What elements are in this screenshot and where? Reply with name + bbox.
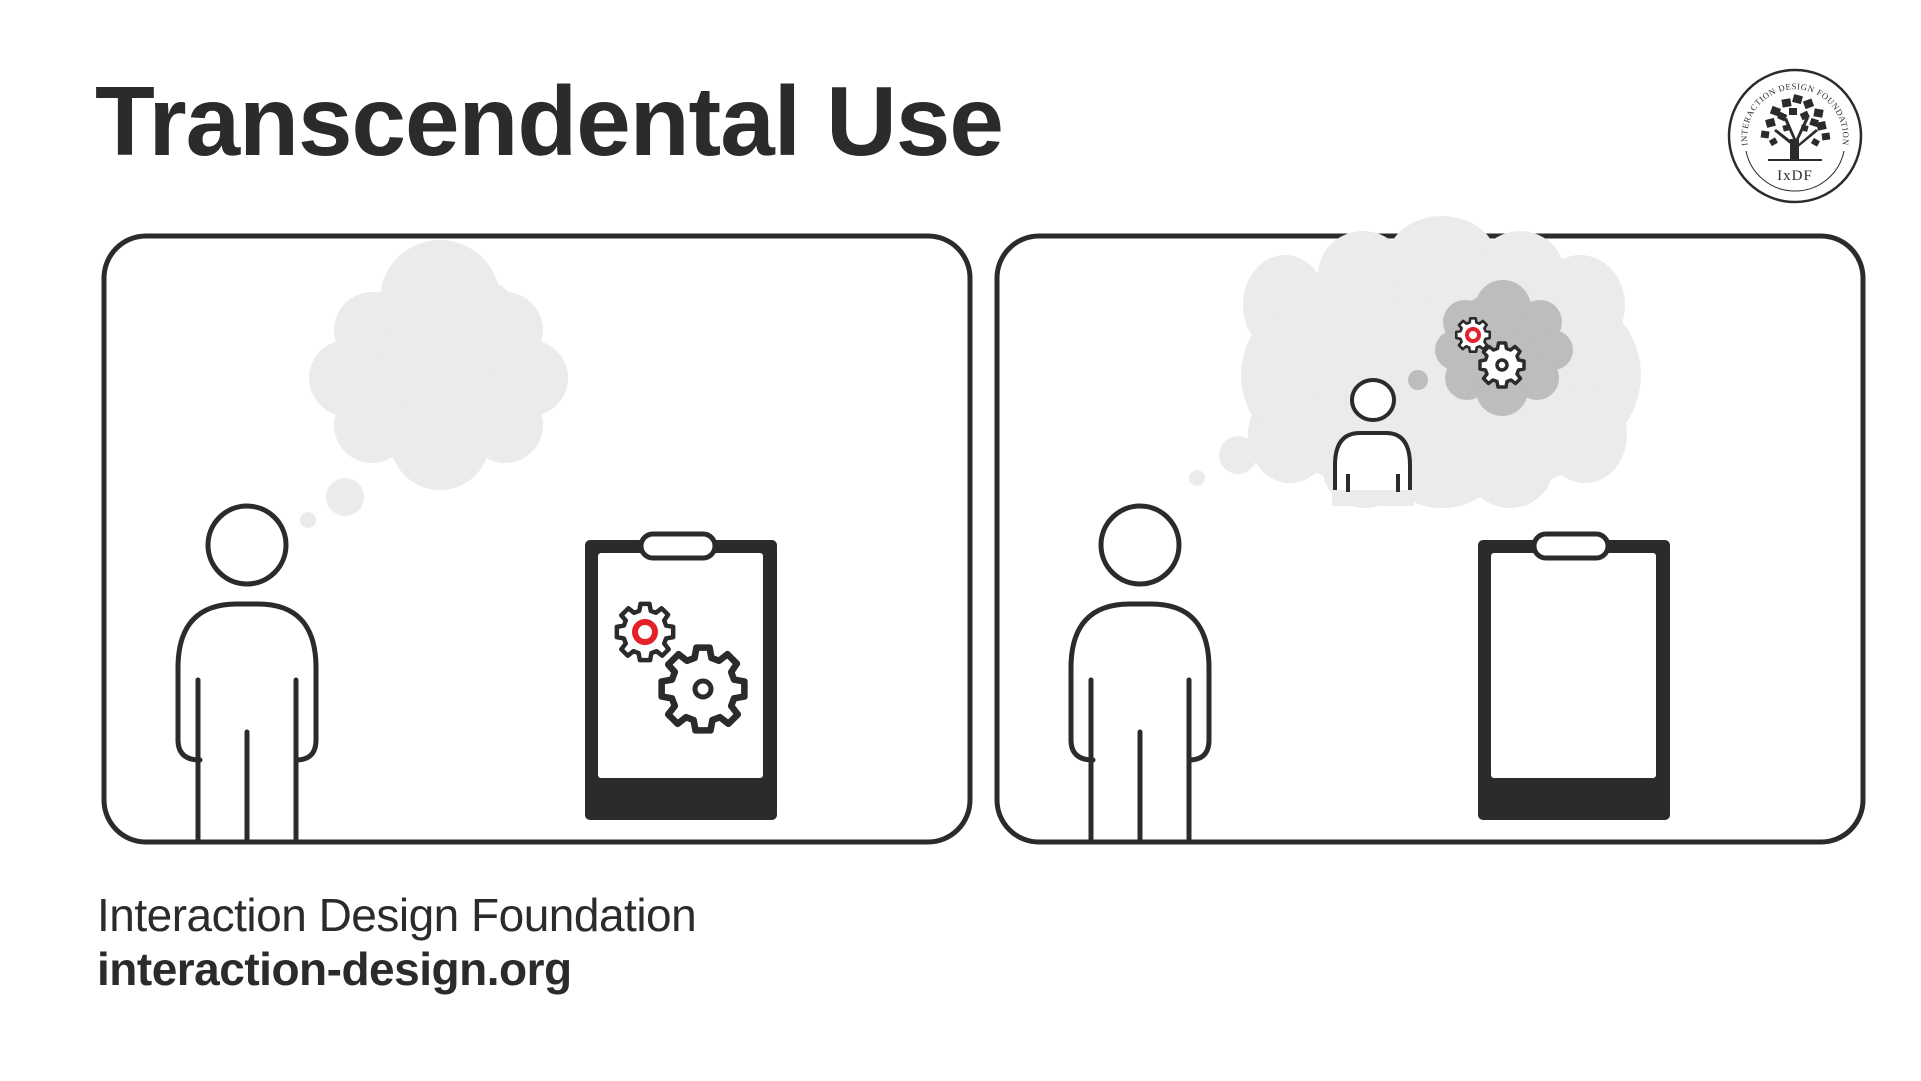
person-icon bbox=[1068, 503, 1212, 845]
ixdf-logo: INTERACTION DESIGN FOUNDATION IxDF bbox=[1727, 68, 1863, 204]
thought-bubble-icon bbox=[300, 240, 568, 528]
panel-left bbox=[101, 233, 973, 845]
bubble-crop-mask bbox=[1332, 492, 1414, 506]
footer-url-link[interactable]: interaction-design.org bbox=[97, 943, 572, 995]
gears-icon bbox=[617, 604, 745, 731]
clipboard-device-icon[interactable] bbox=[1478, 531, 1670, 820]
nested-person-icon bbox=[1333, 378, 1412, 492]
person-icon bbox=[175, 503, 319, 845]
tree-icon bbox=[1760, 94, 1831, 161]
logo-monogram: IxDF bbox=[1777, 168, 1813, 184]
panel-right bbox=[994, 216, 1866, 845]
page-title: Transcendental Use bbox=[95, 66, 1004, 176]
gears-icon bbox=[1454, 316, 1526, 389]
clipboard-device-icon[interactable] bbox=[585, 531, 777, 820]
footer: Interaction Design Foundation interactio… bbox=[97, 888, 697, 996]
footer-organization: Interaction Design Foundation bbox=[97, 889, 697, 941]
